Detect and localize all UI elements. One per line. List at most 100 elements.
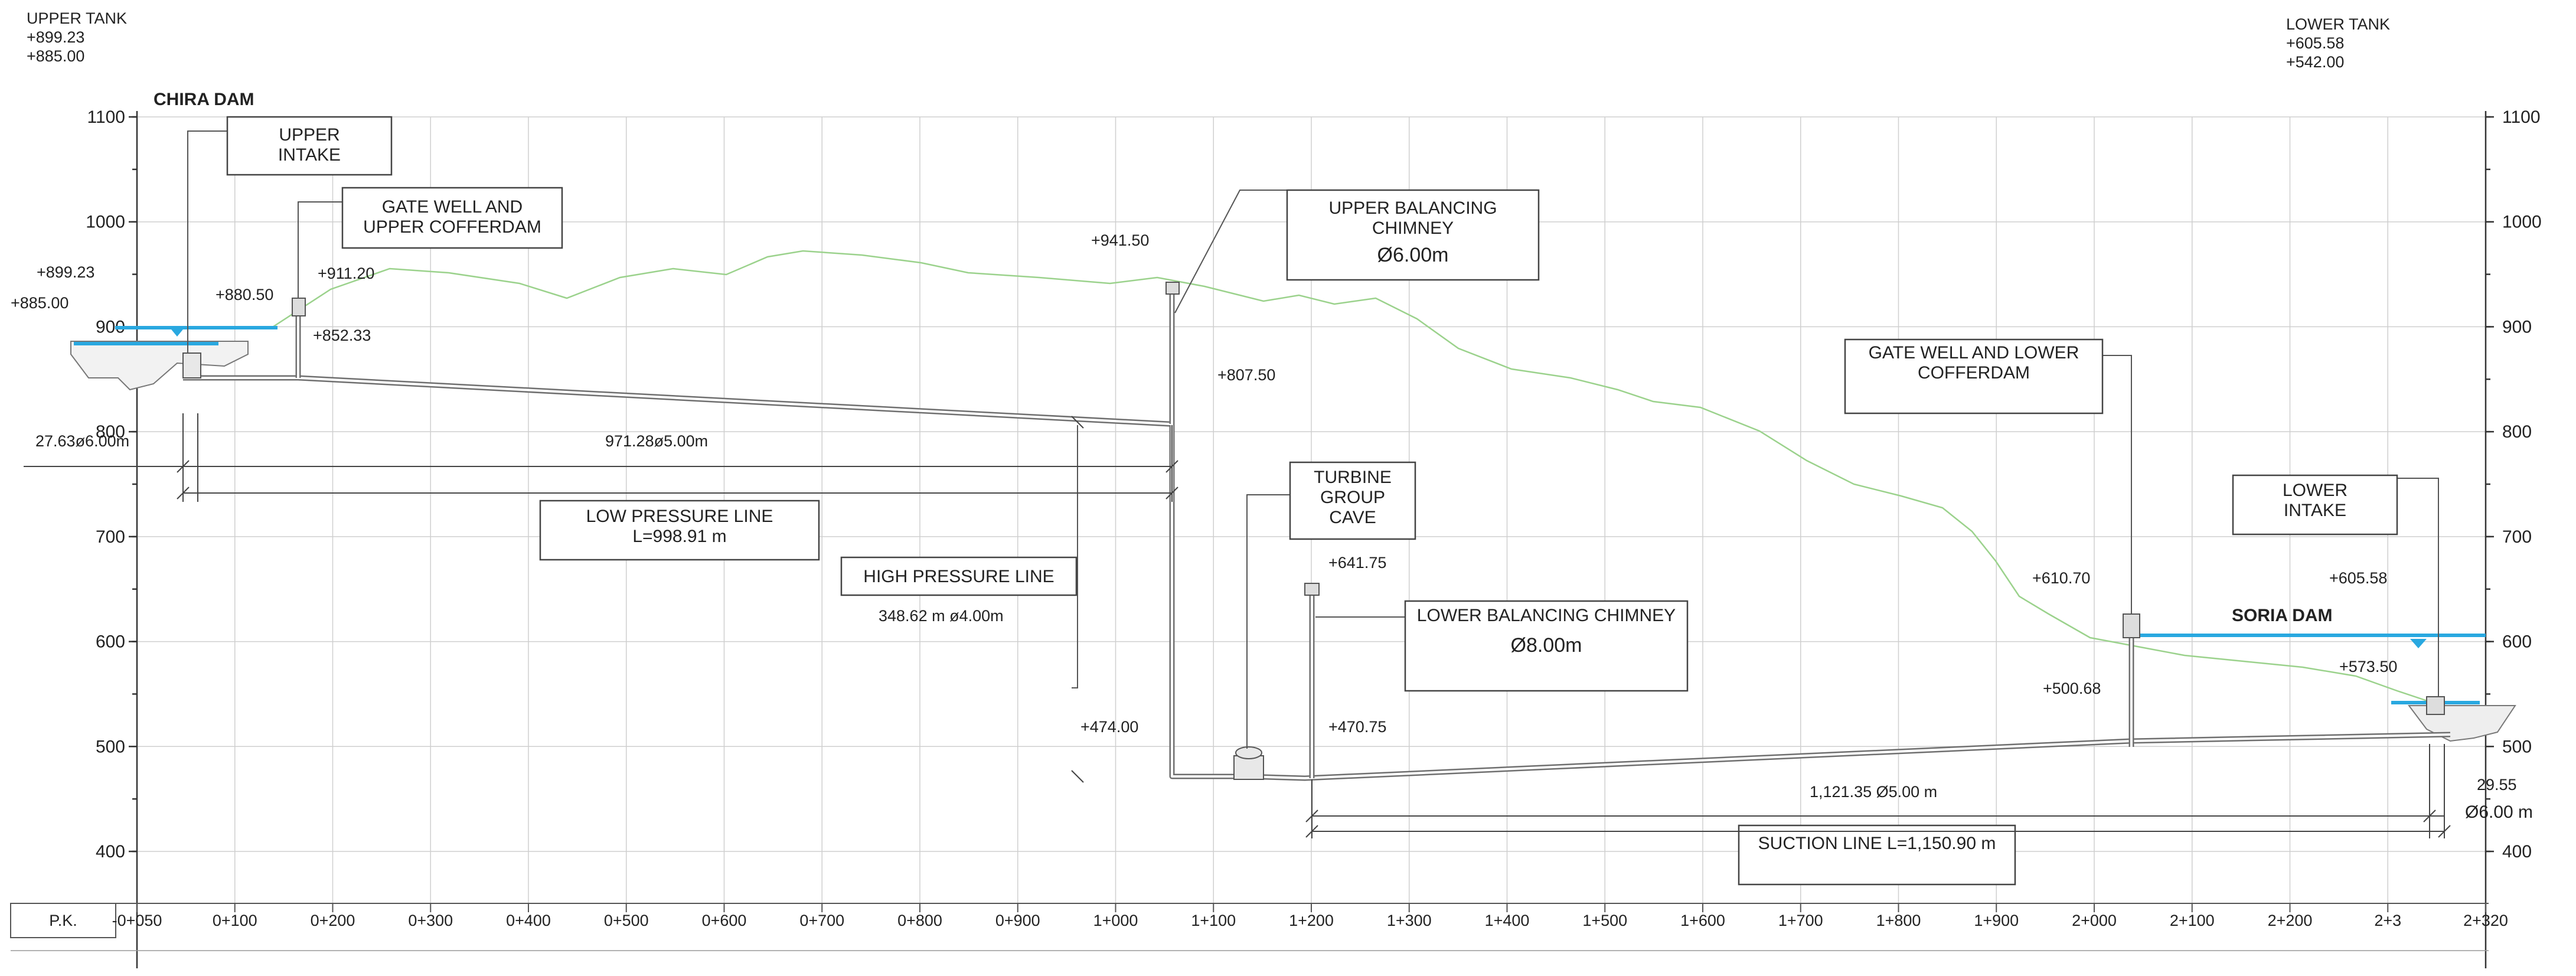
y-tick-left: 1000 (86, 213, 125, 232)
y-tick-left: 500 (96, 737, 125, 756)
lower-chimney-callout: LOWER BALANCING CHIMNEY Ø8.00m (1404, 600, 1689, 692)
chainage-tick-label: 2+200 (2268, 912, 2313, 929)
y-tick-right: 500 (2502, 737, 2532, 756)
chainage-tick-label: 1+500 (1582, 912, 1627, 929)
pipeline-system (183, 288, 2451, 781)
y-tick-left: 400 (96, 842, 125, 861)
low-pressure-callout: LOW PRESSURE LINE L=998.91 m (539, 500, 820, 561)
svg-text:HIGH PRESSURE LINE: HIGH PRESSURE LINE (863, 567, 1054, 586)
y-tick-right: 400 (2502, 842, 2532, 861)
svg-text:Ø6.00m: Ø6.00m (1377, 244, 1449, 266)
chainage-tick-label: 0+600 (702, 912, 747, 929)
dim-1121-35: 1,121.35 Ø5.00 m (1810, 783, 1937, 801)
lower-tank-title: LOWER TANK (2286, 15, 2390, 33)
suction-callout: SUCTION LINE L=1,150.90 m (1738, 824, 2016, 886)
chainage-tick-label: 1+600 (1680, 912, 1725, 929)
chainage-tick-label: 0+800 (897, 912, 942, 929)
high-pressure-callout: HIGH PRESSURE LINE (840, 556, 1078, 596)
svg-text:Ø8.00m: Ø8.00m (1511, 634, 1582, 657)
chainage-tick-label: 2+3 (2374, 912, 2401, 929)
y-tick-right: 800 (2502, 422, 2532, 442)
y-tick-right: 900 (2502, 317, 2532, 337)
elev-911: +911.20 (318, 265, 374, 282)
structures (182, 282, 2445, 780)
chainage-tick-label: 0+100 (213, 912, 257, 929)
elev-470: +470.75 (1328, 718, 1386, 736)
dim-6-00: Ø6.00 m (2465, 802, 2533, 822)
upper-tank-title: UPPER TANK (27, 9, 127, 27)
terrain-profile (271, 250, 2433, 704)
elev-807: +807.50 (1217, 366, 1275, 384)
dim-29-55: 29.55 (2477, 776, 2517, 794)
svg-text:LOWER: LOWER (2283, 481, 2348, 500)
chainage-band: P.K. -0+050 0+100 0+200 0+300 0+400 0+500 0+60… (10, 903, 2508, 951)
lower-tank-level-1: +605.58 (2286, 34, 2344, 52)
elev-610: +610.70 (2032, 569, 2090, 587)
y-tick-left: 1100 (87, 107, 125, 127)
chainage-tick-label: 1+800 (1876, 912, 1921, 929)
svg-text:SUCTION LINE L=1,150.90 m: SUCTION LINE L=1,150.90 m (1758, 834, 1996, 853)
dim-348-62: 348.62 m ø4.00m (879, 607, 1004, 625)
chainage-tick-label: 0+500 (604, 912, 649, 929)
y-tick-right: 1100 (2502, 107, 2541, 127)
elev-852: +852.33 (313, 327, 371, 344)
chainage-tick-label: 1+900 (1974, 912, 2019, 929)
soria-dam-label: SORIA DAM (2232, 606, 2333, 625)
chainage-tick-label: 1+700 (1778, 912, 1823, 929)
dim-971-28: 971.28ø5.00m (605, 432, 708, 450)
chainage-tick-label: 0+200 (311, 912, 355, 929)
elev-573: +573.50 (2339, 658, 2397, 675)
svg-text:GATE WELL AND LOWER: GATE WELL AND LOWER (1869, 343, 2079, 363)
elev-885: +885.00 (11, 294, 68, 312)
svg-text:CAVE: CAVE (1329, 508, 1376, 527)
chainage-tick-label: 2+320 (2463, 912, 2508, 929)
svg-text:UPPER COFFERDAM: UPPER COFFERDAM (363, 217, 541, 237)
chainage-tick-label: 1+100 (1191, 912, 1236, 929)
lower-reservoir (2140, 634, 2516, 742)
svg-text:TURBINE: TURBINE (1314, 468, 1392, 487)
gate-well-lower-callout: GATE WELL AND LOWER COFFERDAM (1844, 338, 2104, 414)
elev-941: +941.50 (1091, 231, 1149, 249)
chainage-tick-label: 1+000 (1093, 912, 1138, 929)
chainage-tick-label: 2+100 (2170, 912, 2215, 929)
upper-intake-callout: UPPER INTAKE (226, 116, 393, 176)
svg-text:UPPER BALANCING: UPPER BALANCING (1328, 198, 1497, 218)
y-tick-right: 700 (2502, 527, 2532, 547)
svg-text:LOW PRESSURE LINE: LOW PRESSURE LINE (586, 507, 773, 526)
lower-tank-level-2: +542.00 (2286, 53, 2344, 71)
svg-text:INTAKE: INTAKE (278, 145, 341, 165)
upper-tank-level-1: +899.23 (27, 28, 84, 46)
chainage-tick-label: 1+300 (1387, 912, 1432, 929)
lower-intake-callout: LOWER INTAKE (2232, 474, 2398, 536)
svg-text:GATE WELL AND: GATE WELL AND (382, 197, 523, 217)
dim-27-63: 27.63ø6.00m (35, 432, 129, 450)
y-tick-right: 1000 (2502, 213, 2542, 232)
y-tick-right: 600 (2502, 632, 2532, 652)
svg-text:UPPER: UPPER (279, 125, 339, 145)
svg-text:L=998.91 m: L=998.91 m (632, 527, 726, 546)
chainage-tick-label: 0+400 (506, 912, 551, 929)
elev-641: +641.75 (1328, 554, 1386, 572)
chainage-tick-label: 0+900 (995, 912, 1040, 929)
turbine-cave-callout: TURBINE GROUP CAVE (1289, 461, 1416, 540)
chainage-label: P.K. (49, 912, 77, 929)
y-tick-left: 600 (96, 632, 125, 652)
svg-text:COFFERDAM: COFFERDAM (1918, 363, 2030, 383)
chainage-tick-label: 0+300 (408, 912, 453, 929)
chainage-tick-label: 2+000 (2072, 912, 2117, 929)
elevation-labels: +899.23 +885.00 +880.50 +911.20 +852.33 … (11, 231, 2397, 736)
chainage-tick-label: 0+700 (799, 912, 844, 929)
svg-text:LOWER BALANCING CHIMNEY: LOWER BALANCING CHIMNEY (1417, 606, 1676, 625)
y-tick-left: 700 (96, 527, 125, 547)
leader-lines (187, 130, 2439, 749)
elev-899: +899.23 (37, 263, 94, 281)
gate-well-upper-callout: GATE WELL AND UPPER COFFERDAM (341, 187, 563, 249)
chainage-tick-label: -0+050 (112, 912, 162, 929)
chainage-tick-label: 1+200 (1289, 912, 1334, 929)
y-tick-left: 800 (96, 422, 125, 442)
elev-474: +474.00 (1080, 718, 1138, 736)
chira-dam-label: CHIRA DAM (154, 90, 254, 109)
elev-500: +500.68 (2043, 680, 2101, 697)
elev-880: +880.50 (216, 286, 273, 303)
